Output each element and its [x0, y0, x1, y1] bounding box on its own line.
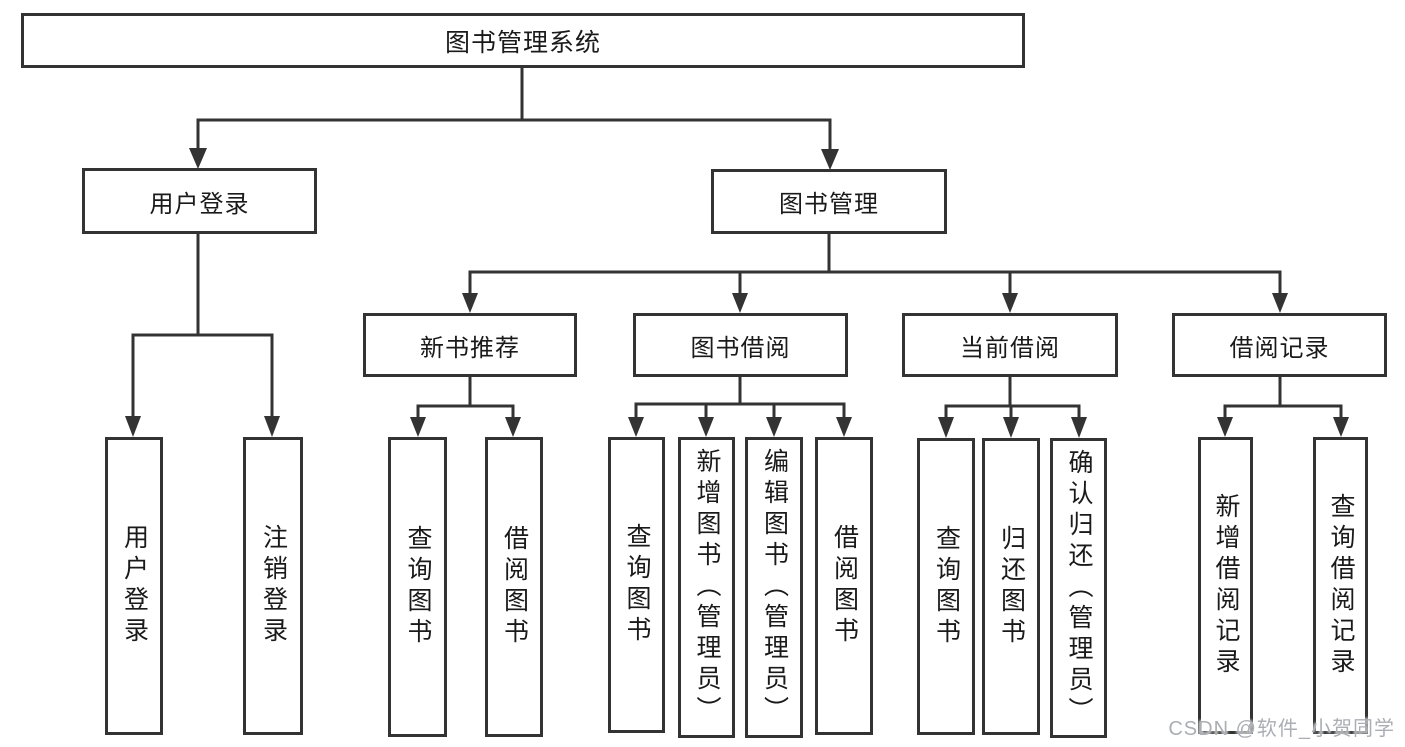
arrowheads-borrowing-records: [1217, 417, 1349, 437]
leaf-label: 新增图书（管理员）: [693, 448, 721, 727]
leaf-label: 用户登录: [120, 524, 149, 648]
connector-book-borrowing: [634, 377, 846, 419]
leaf-label: 查询图书: [404, 525, 432, 649]
leaf-add-borrow-record: 新增借阅记录: [1198, 437, 1253, 734]
leaf-label: 查询借阅记录: [1327, 492, 1355, 679]
leaf-edit-book-admin: 编辑图书（管理员）: [745, 437, 803, 738]
leaf-confirm-return-admin: 确认归还（管理员）: [1050, 438, 1107, 738]
node-book-management: 图书管理: [711, 169, 947, 234]
leaf-label: 确认归还（管理员）: [1065, 448, 1093, 728]
arrowheads-book-borrowing: [628, 417, 852, 437]
leaf-add-book-admin: 新增图书（管理员）: [678, 437, 735, 738]
leaf-query-books-current: 查询图书: [917, 438, 975, 735]
leaf-label: 注销登录: [259, 524, 288, 648]
leaf-label: 新增借阅记录: [1212, 492, 1240, 679]
connector-book-management: [468, 234, 1282, 295]
node-root: 图书管理系统: [21, 13, 1025, 68]
leaf-label: 归还图书: [997, 524, 1026, 649]
connector-root: [196, 67, 832, 151]
connector-user-login: [131, 233, 274, 418]
connector-borrowing-records: [1223, 377, 1343, 419]
node-borrowing-records: 借阅记录: [1172, 313, 1387, 377]
leaf-label: 借阅图书: [500, 525, 529, 649]
leaf-label: 编辑图书（管理员）: [760, 448, 789, 727]
leaf-borrow-books-borrowing: 借阅图书: [815, 437, 873, 735]
connector-current-borrowing: [944, 377, 1081, 419]
arrowheads-book-management: [462, 293, 1288, 313]
leaf-logout: 注销登录: [243, 437, 303, 735]
leaf-label: 借阅图书: [830, 524, 859, 648]
leaf-query-books-borrowing: 查询图书: [608, 437, 665, 733]
leaf-label: 查询图书: [623, 523, 651, 647]
leaf-query-books-recommend: 查询图书: [388, 437, 447, 737]
leaf-user-login: 用户登录: [105, 437, 163, 735]
leaf-query-borrow-record: 查询借阅记录: [1313, 437, 1368, 734]
csdn-watermark: CSDN @软件_小贺同学: [1168, 718, 1395, 740]
node-current-borrowing: 当前借阅: [902, 313, 1118, 377]
arrowheads-new-book-recommend: [410, 417, 521, 437]
leaf-borrow-books-recommend: 借阅图书: [485, 437, 543, 737]
arrowheads-user-login: [125, 416, 280, 437]
node-user-login: 用户登录: [82, 168, 317, 234]
arrowheads-current-borrowing: [938, 417, 1087, 438]
connector-new-book-recommend: [416, 377, 515, 419]
leaf-label: 查询图书: [932, 524, 961, 649]
node-new-book-recommend: 新书推荐: [363, 313, 577, 377]
node-book-borrowing: 图书借阅: [633, 313, 848, 377]
arrowheads-root: [189, 148, 839, 170]
leaf-return-book: 归还图书: [982, 438, 1040, 735]
